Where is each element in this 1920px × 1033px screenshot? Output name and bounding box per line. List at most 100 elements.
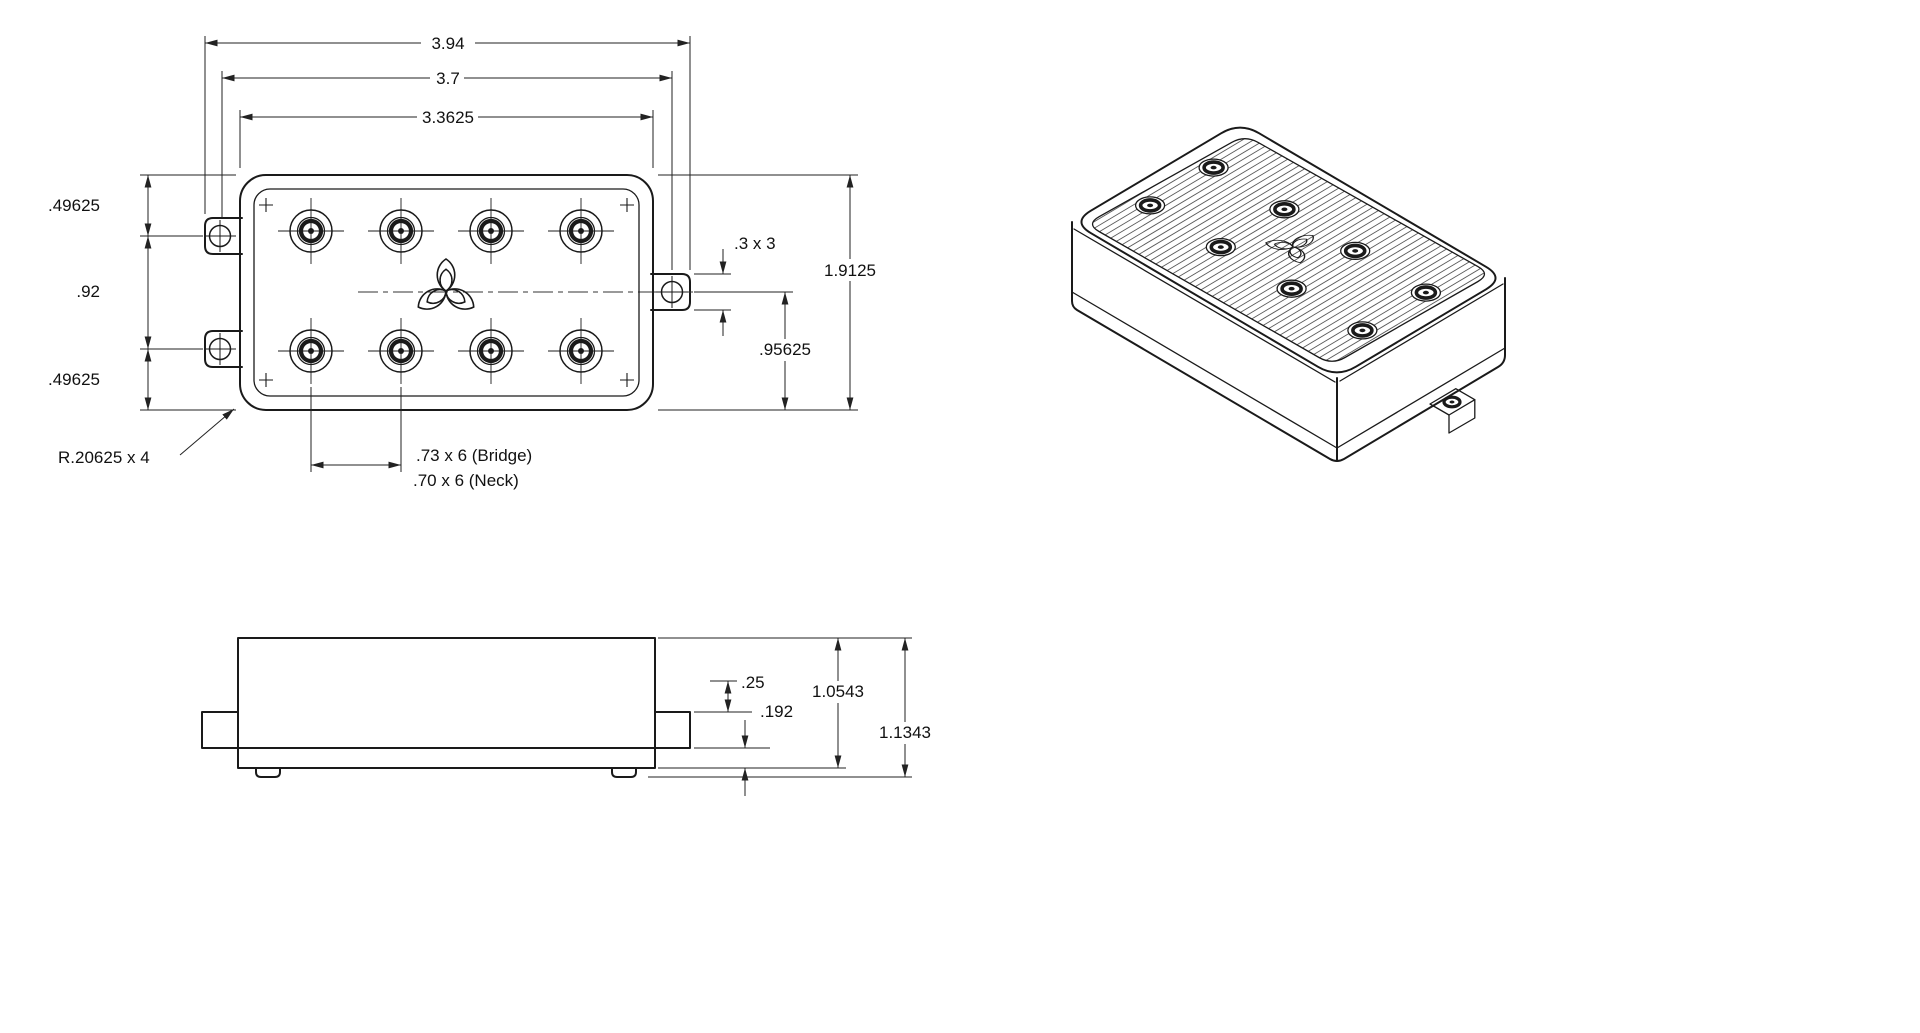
dim-tab-offset: .25: [694, 673, 765, 713]
hatch-line: [1310, 262, 1480, 362]
iso-mounting-tab: [1429, 388, 1476, 434]
hatch-line: [1255, 229, 1424, 331]
pole-piece: [368, 318, 434, 384]
dim-text: 3.3625: [422, 108, 474, 127]
hatch-line: [1182, 187, 1352, 288]
iso-triquetra-engraving: [1257, 222, 1334, 269]
hatch-line: [1166, 177, 1335, 278]
dim-text: .95625: [759, 340, 811, 359]
hatch-line: [1299, 255, 1469, 357]
dim-text: 3.7: [436, 69, 460, 88]
front-view: 1.0543 1.1343 .25 .192: [201, 637, 941, 796]
front-view-part: [201, 637, 691, 778]
hatch-line: [1238, 219, 1407, 321]
dim-tab-note: .3 x 3: [694, 234, 776, 336]
dim-text: .49625: [48, 370, 100, 389]
hatch-line: [1177, 183, 1346, 285]
top-view: 3.94 3.7 3.3625: [48, 34, 884, 490]
hatch-line: [1092, 138, 1257, 233]
hatch-line: [1232, 216, 1402, 318]
hatch-line: [1193, 193, 1363, 295]
dim-width-body: 3.3625: [239, 108, 654, 168]
hatch-line: [1110, 144, 1279, 246]
corner-plus-icon: [258, 372, 274, 388]
iso-lip-right: [1339, 283, 1504, 382]
iso-pole-piece: [1338, 240, 1372, 262]
iso-top-face: [1080, 126, 1497, 374]
corner-plus-icon: [258, 197, 274, 213]
hatch-line: [1154, 170, 1324, 272]
dim-width-overall: 3.94: [204, 34, 691, 270]
dim-pole-spacing: .73 x 6 (Bridge) .70 x 6 (Neck): [310, 387, 532, 490]
hatch-line: [1216, 206, 1385, 308]
hatch-line: [1294, 252, 1463, 354]
hatch-line: [1160, 173, 1330, 275]
hatch-line: [1249, 226, 1419, 328]
dim-text: R.20625 x 4: [58, 448, 150, 467]
iso-pole-piece: [1197, 157, 1230, 178]
hatch-line: [1277, 242, 1446, 344]
hatch-line: [1244, 223, 1413, 324]
pole-piece: [458, 318, 524, 384]
hatch-line: [1282, 245, 1452, 347]
dim-text: .70 x 6 (Neck): [413, 471, 519, 490]
corner-plus-icon: [619, 197, 635, 213]
front-baseplate: [237, 747, 656, 769]
dim-text: .3 x 3: [734, 234, 776, 253]
hatch-line: [1227, 213, 1396, 314]
iso-lip-left: [1073, 228, 1336, 383]
front-left-tab: [201, 711, 239, 749]
dim-height-half: .95625: [694, 291, 819, 410]
triquetra-engraving: [412, 257, 480, 316]
hatch-line: [1138, 160, 1307, 262]
cover-outline: [239, 174, 654, 411]
hatch-line: [1171, 180, 1341, 282]
iso-top-plate-edge: [1091, 138, 1486, 362]
dim-text: 1.0543: [812, 682, 864, 701]
hatch-line: [1271, 239, 1441, 341]
hatch-line: [1199, 196, 1368, 298]
pole-piece: [458, 198, 524, 264]
hatch-line: [1288, 249, 1458, 350]
iso-pole-piece: [1268, 199, 1301, 220]
dim-text: .92: [76, 282, 100, 301]
dim-plate-thickness: .192: [694, 702, 793, 796]
dim-overall-height: 1.1343: [648, 638, 941, 778]
hatch-line: [1305, 259, 1474, 360]
front-view-dimensions: 1.0543 1.1343 .25 .192: [648, 637, 941, 796]
cover-top-face: [253, 188, 640, 397]
iso-baseplate-seam-right: [1336, 347, 1506, 449]
hatch-line: [1327, 272, 1485, 362]
dim-width-holes: 3.7: [221, 69, 673, 270]
pole-piece: [368, 198, 434, 264]
dim-text: .73 x 6 (Bridge): [416, 446, 532, 465]
pole-piece: [278, 198, 344, 264]
iso-pole-piece: [1275, 278, 1308, 300]
hatch-line: [1321, 268, 1485, 362]
dim-text: 1.9125: [824, 261, 876, 280]
hatch-line: [1221, 209, 1391, 311]
dim-text: 3.94: [431, 34, 464, 53]
hatch-line: [1210, 203, 1380, 305]
pole-piece: [548, 318, 614, 384]
mounting-hole: [655, 275, 689, 309]
hatch-line: [1099, 138, 1268, 239]
iso-pole-piece: [1133, 195, 1167, 216]
top-view-dimensions: 3.94 3.7 3.3625: [48, 34, 884, 490]
mounting-hole: [203, 332, 237, 366]
iso-baseplate-seam-left: [1071, 291, 1338, 449]
hatch-line: [1121, 150, 1291, 252]
dim-height-overall: 1.9125: [658, 174, 884, 411]
pole-piece: [548, 198, 614, 264]
hatch-line: [1127, 154, 1296, 255]
hatch-line: [1104, 141, 1274, 242]
front-right-foot: [611, 767, 637, 778]
pole-piece: [278, 318, 344, 384]
isometric-view: [1071, 126, 1506, 462]
dim-text: .49625: [48, 196, 100, 215]
iso-pole-piece: [1346, 320, 1379, 341]
hatch-line: [1149, 167, 1318, 269]
front-body: [237, 637, 656, 749]
hatch-line: [1316, 265, 1485, 362]
